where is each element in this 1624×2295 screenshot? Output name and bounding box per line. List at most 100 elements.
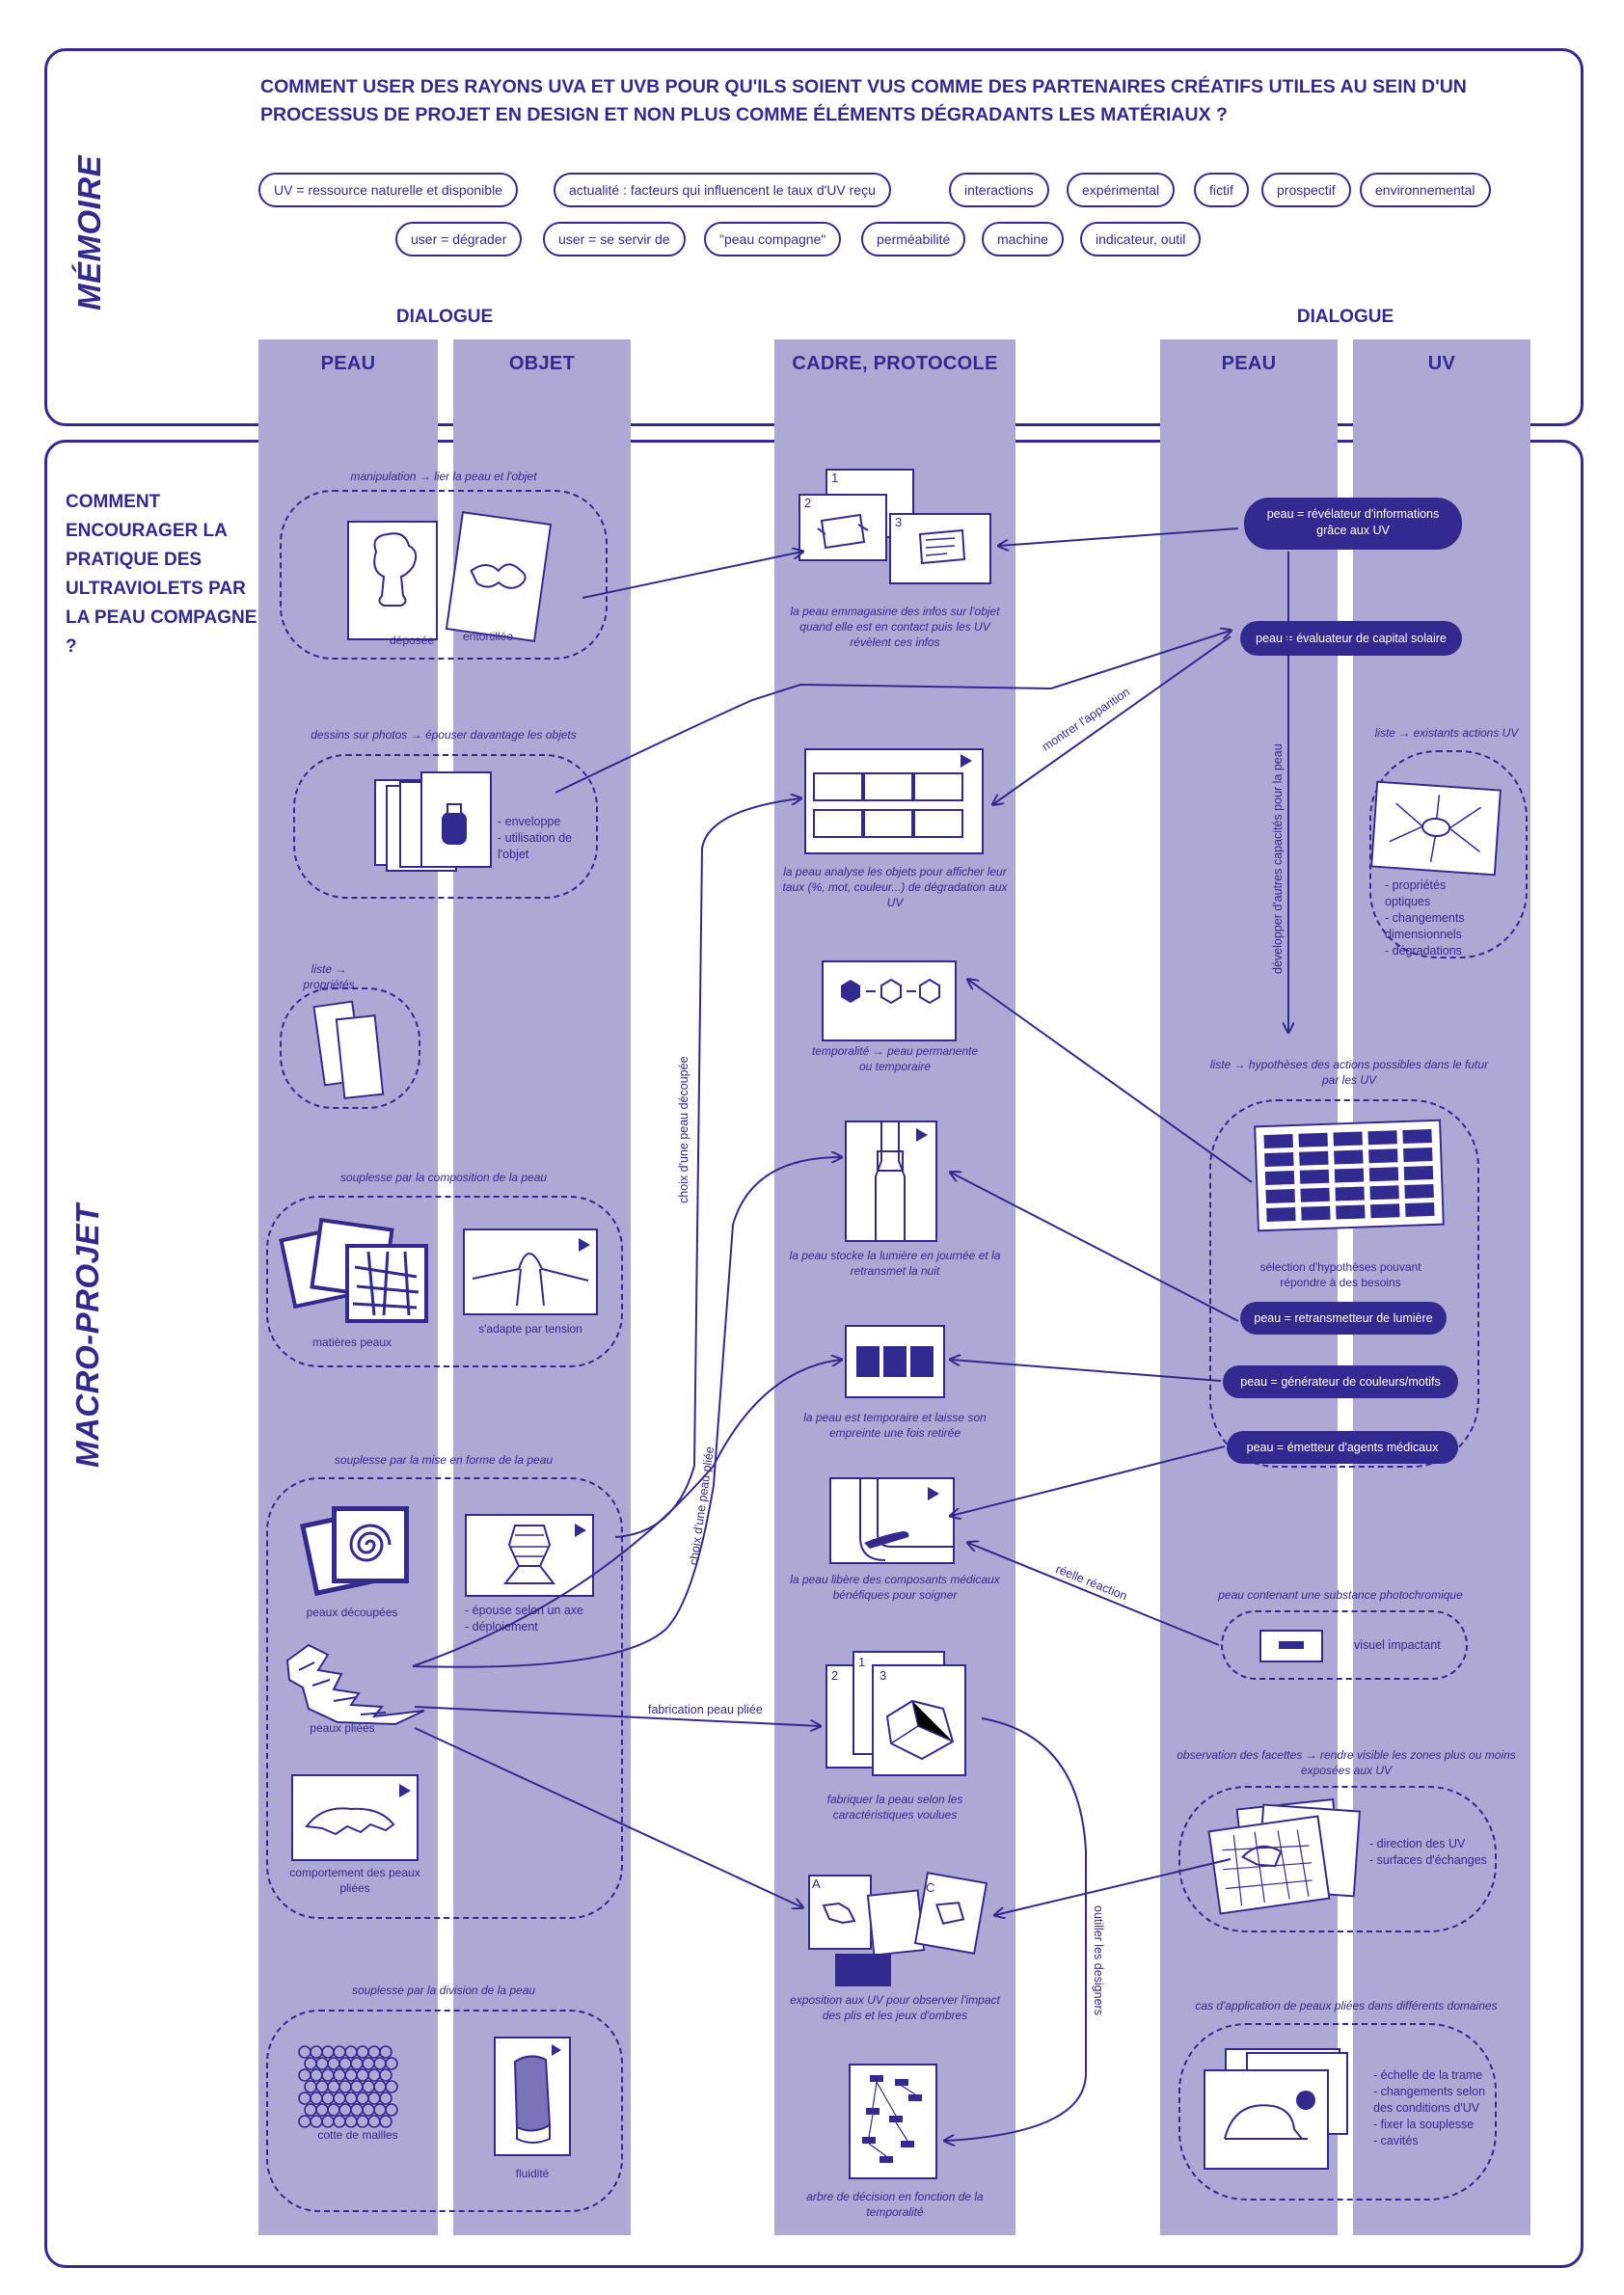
skin-drape-icon	[373, 532, 418, 607]
arrow-manipulation	[582, 552, 802, 599]
imprint-icon	[856, 1346, 934, 1377]
label-decoupee: choix d'une peau découpée	[677, 1056, 690, 1203]
keyword-pill: user = dégrader	[395, 222, 523, 256]
group-liste-existants	[1369, 750, 1528, 958]
video-card	[845, 1120, 937, 1242]
caption-c3: temporalité → peau permanente ou tempora…	[811, 1044, 979, 1073]
play-icon	[575, 1524, 586, 1537]
label-adapte-tension: s'adapte par tension	[478, 1322, 582, 1336]
play-icon	[552, 2044, 561, 2056]
hypotheses-grid-card	[1254, 1119, 1445, 1232]
group-cas	[1178, 2023, 1497, 2200]
hand-icon	[822, 1902, 856, 1925]
caption-observation: observation des facettes → rendre visibl…	[1177, 1748, 1516, 1777]
mindmap-icon	[1389, 795, 1482, 862]
grid-icon	[1263, 1128, 1435, 1223]
caption-souplesse-division: souplesse par la division de la peau	[351, 1984, 536, 1997]
play-icon	[928, 1487, 939, 1500]
video-card	[291, 1774, 419, 1861]
play-icon	[916, 1128, 928, 1142]
application-icon	[1224, 2091, 1315, 2140]
caption-liste-existants: liste → existants actions UV	[1374, 726, 1519, 740]
step-number: 2	[831, 1668, 839, 1683]
keyword-pill: "peau compagne"	[704, 222, 842, 256]
caption-souplesse-compo: souplesse par la composition de la peau	[339, 1171, 548, 1184]
col-header-cadre: CADRE, PROTOCOLE	[792, 353, 998, 374]
mesh-icon	[352, 1251, 420, 1316]
group-souplesse-compo	[266, 1196, 623, 1367]
photo-card	[1207, 1815, 1331, 1915]
storyboard-icon	[813, 754, 972, 838]
col-header-peau-left: PEAU	[320, 353, 376, 374]
play-icon	[399, 1784, 411, 1797]
pill-revelateur: peau = révélateur d'informations grâce a…	[1244, 498, 1462, 550]
skin-material-swatch	[345, 1244, 428, 1323]
diagram-card	[845, 1325, 945, 1398]
bottle-icon	[442, 803, 467, 845]
arrow-fabrication	[414, 1706, 820, 1726]
keyword-pill: fictif	[1194, 173, 1249, 207]
tension-icon	[472, 1238, 590, 1307]
label-fabrication: fabrication peau pliée	[648, 1703, 763, 1716]
photo-card	[347, 521, 438, 640]
play-icon	[579, 1238, 590, 1252]
photo-card	[420, 771, 492, 868]
group-hypotheses	[1209, 1099, 1479, 1468]
deploy-icon	[502, 1524, 586, 1584]
group-observation	[1178, 1786, 1497, 1932]
folded-shape-icon	[885, 1699, 955, 1761]
caption-c4: la peau stocke la lumière en journée et …	[789, 1249, 1001, 1278]
keyword-pill: environnemental	[1360, 173, 1491, 207]
label-comportement: comportement des peaux pliées	[289, 1866, 420, 1895]
caption-photochromique: peau contenant une substance photochromi…	[1218, 1588, 1463, 1602]
caption-c1: la peau emmagasine des infos sur l'objet…	[790, 605, 1000, 649]
label-cotte: cotte de mailles	[317, 2128, 398, 2142]
caption-c5: la peau est temporaire et laisse son emp…	[803, 1411, 987, 1440]
group-photochromique	[1221, 1610, 1468, 1680]
arrow-p3-to-c4	[951, 1173, 1239, 1322]
text-epouse-axe: - épouse selon un axe - déploiement	[465, 1604, 584, 1634]
keyword-pill: actualité : facteurs qui influencent le …	[554, 173, 891, 207]
text-enveloppe: - enveloppe - utilisation de l'objet	[498, 815, 573, 861]
caption-liste-proprietes: liste → propriétés	[303, 962, 355, 991]
arrow-reelle	[968, 1543, 1220, 1646]
col-header-objet: OBJET	[508, 353, 576, 374]
hands-icon	[817, 513, 869, 550]
mindmap-card	[1370, 780, 1502, 877]
cut-skin-swatch	[332, 1506, 409, 1583]
spiral-icon	[349, 1524, 392, 1562]
hands-icon	[918, 528, 966, 565]
fluid-mesh-icon	[513, 2044, 561, 2144]
keyword-pill: indicateur, outil	[1080, 222, 1202, 256]
play-icon	[961, 754, 972, 768]
keyword-pill: perméabilité	[861, 222, 966, 256]
photo-card	[798, 494, 887, 561]
visual-card	[1259, 1630, 1323, 1662]
folded-skin-icon	[285, 1643, 425, 1726]
caption-cas: cas d'application de peaux pliées dans d…	[1195, 1999, 1498, 2012]
strap-icon	[875, 1122, 928, 1240]
col-header-peau-right: PEAU	[1221, 353, 1277, 374]
caption-souplesse-forme: souplesse par la mise en forme de la pea…	[334, 1453, 554, 1467]
keyword-pill: prospectif	[1261, 173, 1351, 207]
label-outiller: outiller les designers	[1092, 1905, 1105, 2015]
label-peaux-decoupees: peaux découpées	[306, 1606, 398, 1619]
label-entortillee: entortillée	[462, 630, 514, 643]
arrow-p1-to-c1	[999, 527, 1239, 546]
sample-letter: C	[926, 1880, 935, 1895]
label-matieres-peaux: matières peaux	[311, 1336, 392, 1349]
keyword-pill: user = se servir de	[543, 222, 686, 256]
video-card	[829, 1477, 955, 1564]
diagram-card	[822, 960, 957, 1041]
video-card	[804, 748, 984, 854]
caption-dessins: dessins sur photos → épouser davantage l…	[311, 728, 577, 742]
group-souplesse-division	[266, 2010, 623, 2212]
arrow-p5-to-c6	[951, 1445, 1226, 1516]
photo-card	[889, 513, 991, 584]
photo-card	[1204, 2069, 1329, 2170]
keyword-pill: expérimental	[1067, 173, 1176, 207]
dialogue-right-label: DIALOGUE	[1296, 307, 1394, 327]
keyword-pill: machine	[982, 222, 1064, 256]
